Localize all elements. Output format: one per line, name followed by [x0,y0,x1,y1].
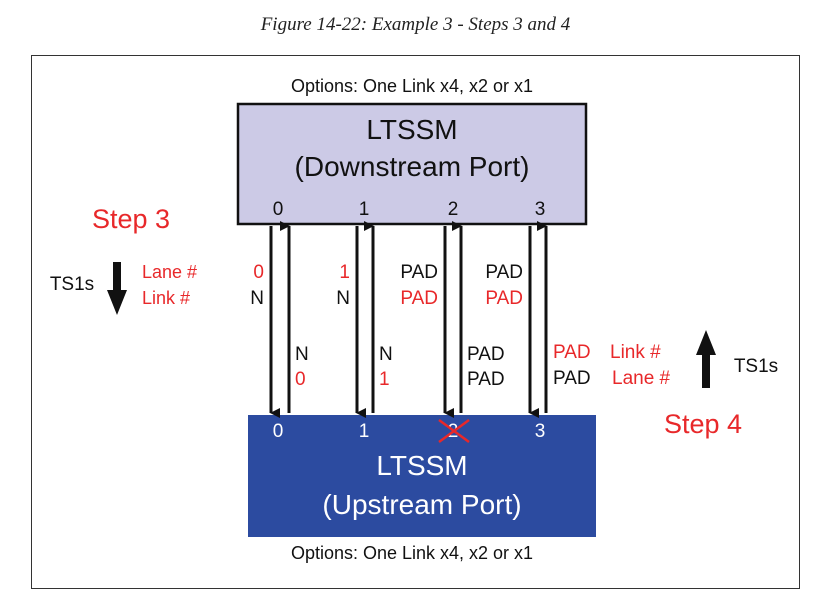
downstream-lane-1: 1 [359,199,370,220]
lane-2-failed-cross-icon [438,418,470,444]
step-3-lane-3-link-value: PAD [485,288,523,309]
step-3-lane-1-lane-value: 1 [339,262,350,283]
downstream-lane-2: 2 [448,199,459,220]
figure-caption: Figure 14-22: Example 3 - Steps 3 and 4 [260,14,571,35]
downstream-port-box [236,102,588,226]
step-3-lane-0-link-value: N [250,288,264,309]
step-4-lane-2-link-value: PAD [467,344,505,365]
step-3-lane-1-link-value: N [336,288,350,309]
upstream-port-box [248,415,596,537]
step-4-lane-0-link-value: N [295,344,309,365]
upstream-lane-3: 3 [535,421,546,442]
downstream-title: LTSSM [366,114,457,145]
step-3-lane-2-lane-value: PAD [400,262,438,283]
step-4-lane-3-link-value: PAD [553,342,591,363]
downstream-lane-0: 0 [273,199,284,220]
upstream-options-label: Options: One Link x4, x2 or x1 [291,543,533,563]
step-4-lane-0-lane-value: 0 [295,369,306,390]
step-3-ts1s-label: TS1s [50,274,94,295]
upstream-title: LTSSM [376,450,467,481]
step-4-lane-3-lane-value: PAD [553,368,591,389]
step-4-up-arrow-icon [696,330,716,388]
step-3-down-arrow-icon [107,262,127,315]
upstream-lane-1: 1 [359,421,370,442]
step-3-lane-0-lane-value: 0 [253,262,264,283]
upstream-subtitle: (Upstream Port) [322,489,521,520]
upstream-lane-0: 0 [273,421,284,442]
downstream-subtitle: (Downstream Port) [295,151,530,182]
step-3-link-number-label: Link # [142,288,190,308]
step-3-lane-number-label: Lane # [142,262,197,282]
step-4-ts1s-label: TS1s [734,356,778,377]
step-3-lane-3-lane-value: PAD [485,262,523,283]
step-4-lane-1-lane-value: 1 [379,369,390,390]
step-3-label: Step 3 [92,204,170,234]
step-4-lane-2-lane-value: PAD [467,369,505,390]
step-4-label: Step 4 [664,409,742,439]
step-4-link-number-label: Link # [610,342,661,363]
step-4-lane-number-label: Lane # [612,368,671,389]
downstream-options-label: Options: One Link x4, x2 or x1 [291,76,533,96]
figure-frame [31,55,800,589]
downstream-lane-3: 3 [535,199,546,220]
step-3-lane-2-link-value: PAD [400,288,438,309]
step-4-lane-1-link-value: N [379,344,393,365]
